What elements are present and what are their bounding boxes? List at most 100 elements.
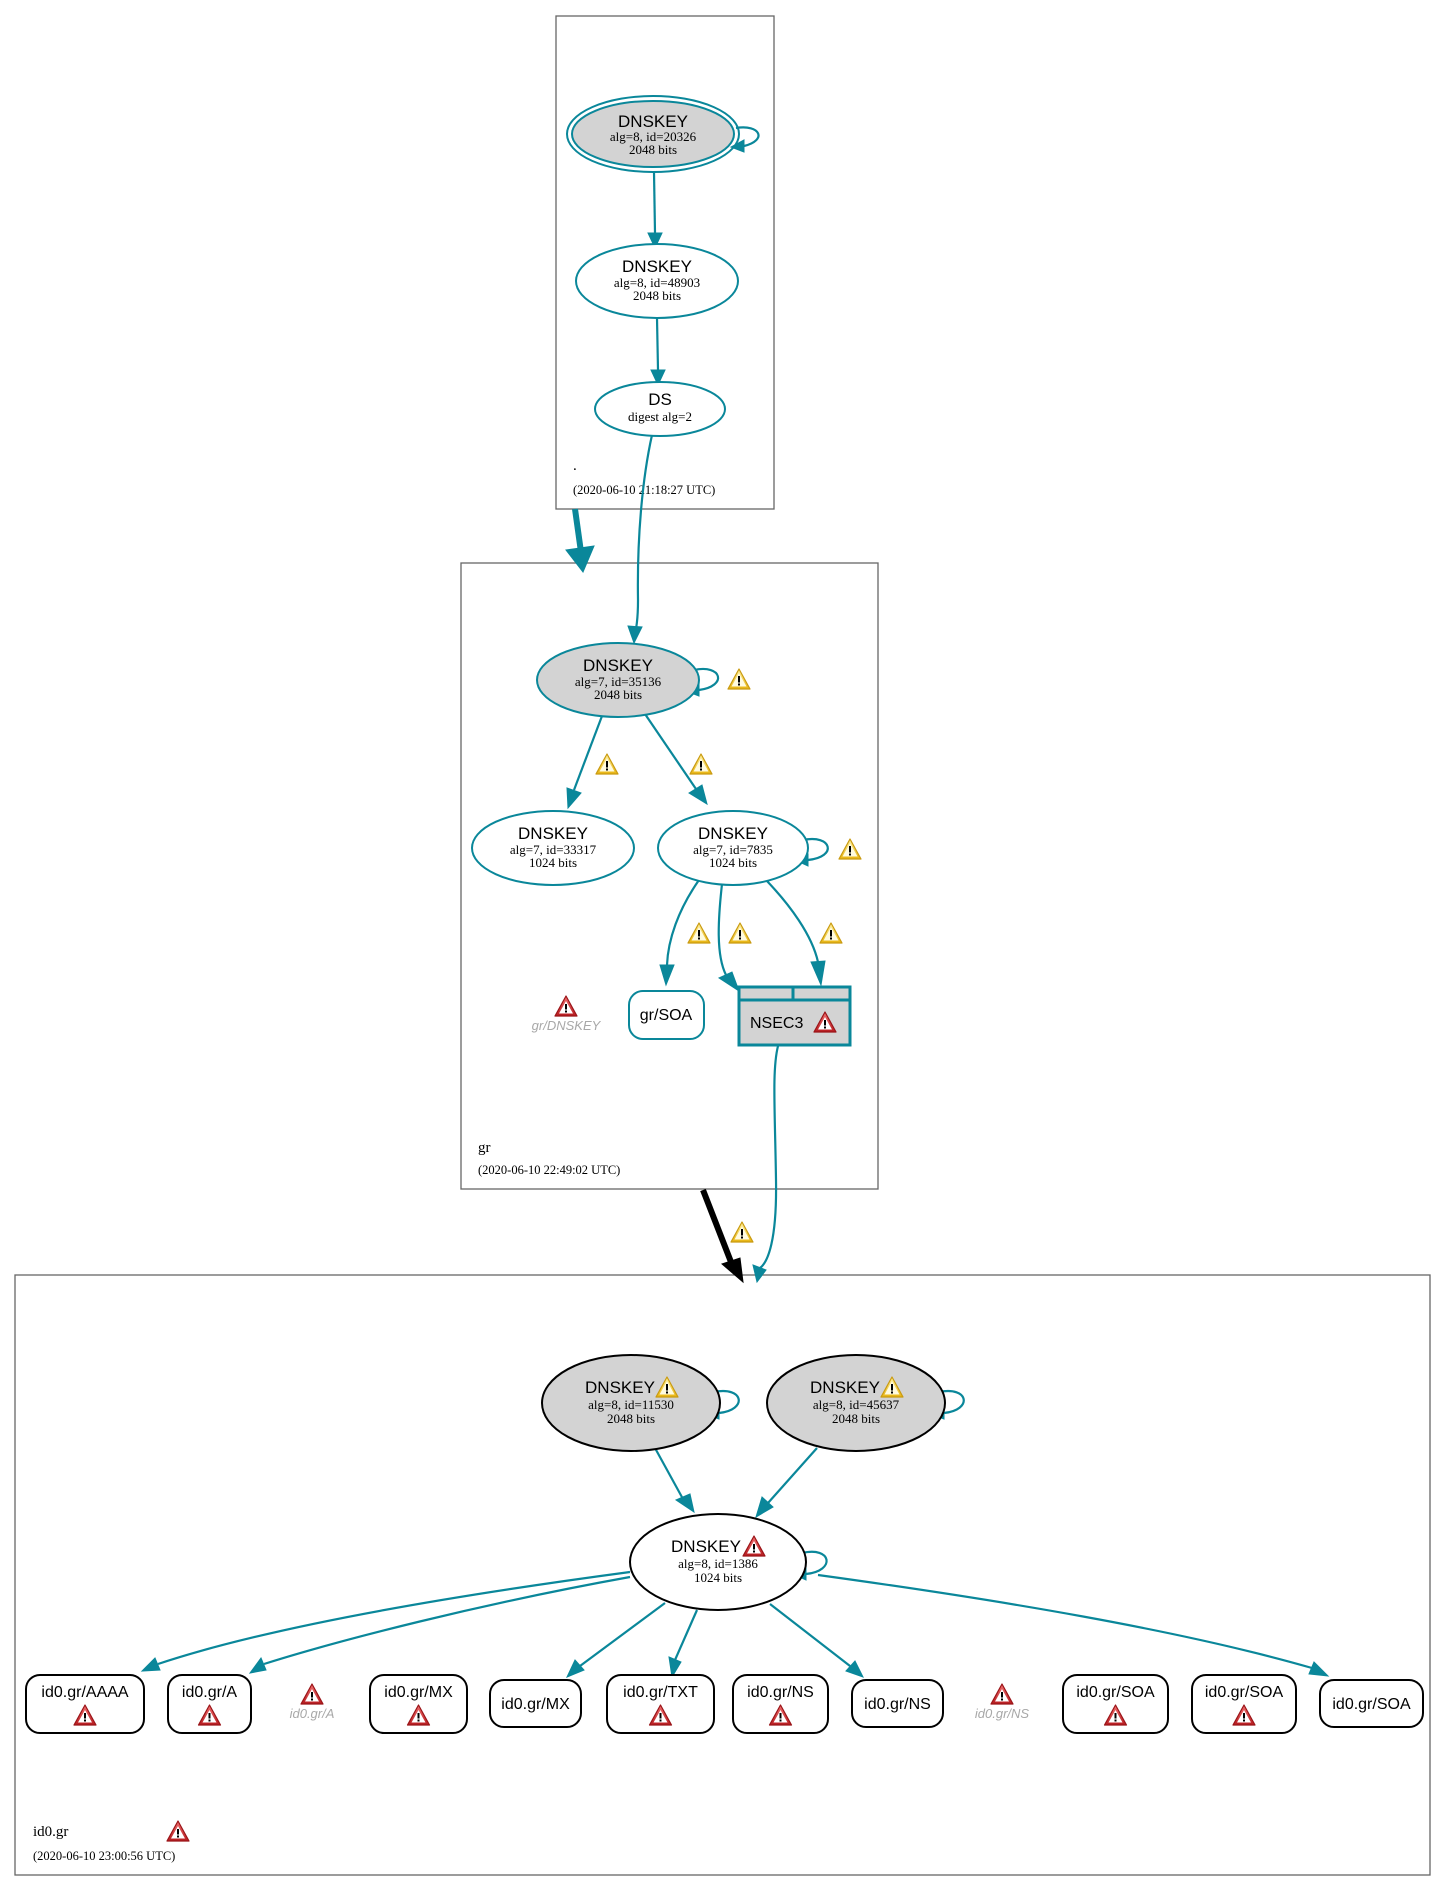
node-gr-dnskey-ghost[interactable]: gr/DNSKEY	[532, 995, 602, 1033]
edge-ksk2-to-zsk	[767, 1447, 818, 1504]
rrset-label: id0.gr/SOA	[1332, 1696, 1411, 1713]
node-root-ksk[interactable]: DNSKEY alg=8, id=20326 2048 bits	[566, 95, 740, 173]
edge-zsk-to-aaaa	[157, 1570, 631, 1666]
edge-id0-ksk2-self	[938, 1389, 965, 1415]
arrowhead	[717, 971, 740, 993]
node-alg-id: alg=7, id=35136	[575, 674, 662, 689]
rrset-ghost-node[interactable]: id0.gr/NS	[975, 1683, 1030, 1721]
node-alg-id: alg=8, id=1386	[678, 1556, 758, 1571]
node-title: DS	[648, 390, 672, 409]
rrset-label: id0.gr/SOA	[1076, 1684, 1155, 1701]
arrowhead	[248, 1656, 267, 1674]
arrowhead	[668, 1656, 682, 1679]
arrowhead	[140, 1657, 161, 1672]
rrset-node[interactable]: id0.gr/AAAA	[25, 1674, 145, 1734]
rrset-box	[1191, 1674, 1297, 1734]
arrowhead	[1308, 1661, 1330, 1677]
rrset-box	[1062, 1674, 1169, 1734]
node-bits: 2048 bits	[633, 288, 681, 303]
node-alg-id: alg=8, id=11530	[588, 1397, 674, 1412]
rrset-box	[851, 1679, 944, 1728]
edges	[157, 126, 1313, 1670]
node-title: NSEC3	[750, 1015, 803, 1032]
node-gr-nsec3[interactable]: NSEC3	[737, 985, 852, 1047]
rrset-node[interactable]: id0.gr/MX	[489, 1679, 582, 1728]
rrset-label: id0.gr/SOA	[1205, 1684, 1284, 1701]
node-id0-ksk-11530[interactable]: DNSKEY alg=8, id=11530 2048 bits	[541, 1354, 721, 1452]
ghost-label: id0.gr/A	[290, 1706, 335, 1721]
arrowhead	[752, 1264, 767, 1284]
warning-icon	[730, 1221, 754, 1243]
node-alg-id: alg=8, id=20326	[610, 129, 697, 144]
arrowhead	[650, 369, 666, 387]
node-alg-id: alg=7, id=7835	[693, 842, 773, 857]
rrset-node[interactable]: id0.gr/TXT	[606, 1674, 715, 1734]
node-bits: 2048 bits	[832, 1411, 880, 1426]
rrset-ghost-node[interactable]: id0.gr/A	[290, 1683, 335, 1721]
rrset-node[interactable]: id0.gr/MX	[369, 1674, 468, 1734]
ghost-label: gr/DNSKEY	[532, 1018, 602, 1033]
edge-zsk-to-txt	[673, 1609, 699, 1661]
node-bits: 1024 bits	[709, 855, 757, 870]
node-title: DNSKEY	[518, 824, 588, 843]
node-root-ds[interactable]: DS digest alg=2	[594, 381, 726, 437]
node-bits: 2048 bits	[607, 1411, 655, 1426]
rrset-node[interactable]: id0.gr/SOA	[1062, 1674, 1169, 1734]
rrset-node[interactable]: id0.gr/A	[167, 1674, 252, 1734]
edge-zsk-to-ns	[769, 1603, 851, 1667]
node-title: DNSKEY	[622, 257, 692, 276]
rrset-label: id0.gr/MX	[384, 1684, 453, 1701]
zone-gr-name: gr	[478, 1140, 491, 1156]
rrset-label: id0.gr/AAAA	[41, 1684, 128, 1701]
node-title: gr/SOA	[640, 1007, 693, 1024]
edge-zsk2-to-nsec3-b	[765, 879, 820, 963]
node-gr-zsk-7835[interactable]: DNSKEY alg=7, id=7835 1024 bits	[657, 810, 809, 886]
edge-gr-ksk-self	[693, 667, 720, 692]
rrset-node[interactable]: id0.gr/SOA	[1191, 1674, 1297, 1734]
node-digest: digest alg=2	[628, 409, 692, 424]
arrowhead	[627, 625, 643, 645]
edge-zsk2-to-soa	[665, 879, 700, 966]
arrowhead	[565, 1659, 585, 1678]
edge-gr-ksk-to-zsk1	[572, 715, 604, 791]
node-alg-id: alg=8, id=48903	[614, 275, 700, 290]
node-gr-zsk-33317[interactable]: DNSKEY alg=7, id=33317 1024 bits	[471, 810, 635, 886]
edge-root-ksk-self	[735, 126, 760, 148]
arrowhead	[810, 960, 826, 987]
rrset-box	[369, 1674, 468, 1734]
edge-nsec3-to-id0	[759, 1045, 780, 1269]
edge-id0-zsk-self	[801, 1550, 828, 1576]
node-gr-ksk[interactable]: DNSKEY alg=7, id=35136 2048 bits	[536, 642, 700, 718]
node-alg-id: alg=7, id=33317	[510, 842, 597, 857]
arrowhead	[565, 545, 595, 573]
node-id0-ksk-45637[interactable]: DNSKEY alg=8, id=45637 2048 bits	[766, 1354, 946, 1452]
rrset-node[interactable]: id0.gr/SOA	[1319, 1679, 1424, 1728]
node-id0-zsk-1386[interactable]: DNSKEY alg=8, id=1386 1024 bits	[629, 1513, 807, 1611]
edge-zsk-to-soa	[817, 1573, 1313, 1670]
edge-zsk2-to-nsec3	[717, 883, 727, 976]
node-title: DNSKEY	[583, 656, 653, 675]
arrowhead	[566, 787, 582, 810]
node-alg-id: alg=8, id=45637	[813, 1397, 900, 1412]
rrset-label: id0.gr/NS	[864, 1696, 931, 1713]
arrowhead	[845, 1660, 865, 1678]
node-bits: 1024 bits	[529, 855, 577, 870]
rrset-label: id0.gr/NS	[747, 1684, 814, 1701]
node-bits: 2048 bits	[594, 687, 642, 702]
arrowhead	[674, 1493, 695, 1514]
rrset-box	[167, 1674, 252, 1734]
arrowhead	[688, 784, 708, 806]
edge-root-to-gr-delegation	[572, 508, 584, 553]
zone-gr-timestamp: (2020-06-10 22:49:02 UTC)	[478, 1163, 620, 1177]
edge-zsk-to-mx	[579, 1602, 666, 1667]
rrset-node[interactable]: id0.gr/NS	[732, 1674, 829, 1734]
edge-gr-ksk-to-zsk2	[644, 713, 697, 790]
edge-id0-ksk1-self	[713, 1389, 740, 1415]
rrset-node[interactable]: id0.gr/NS	[851, 1679, 944, 1728]
node-title: DNSKEY	[671, 1537, 741, 1556]
node-gr-soa[interactable]: gr/SOA	[628, 990, 705, 1040]
rrset-box	[732, 1674, 829, 1734]
edge-zsk-to-a	[263, 1575, 631, 1666]
zone-root-name: .	[573, 458, 577, 474]
node-root-zsk[interactable]: DNSKEY alg=8, id=48903 2048 bits	[575, 243, 739, 319]
